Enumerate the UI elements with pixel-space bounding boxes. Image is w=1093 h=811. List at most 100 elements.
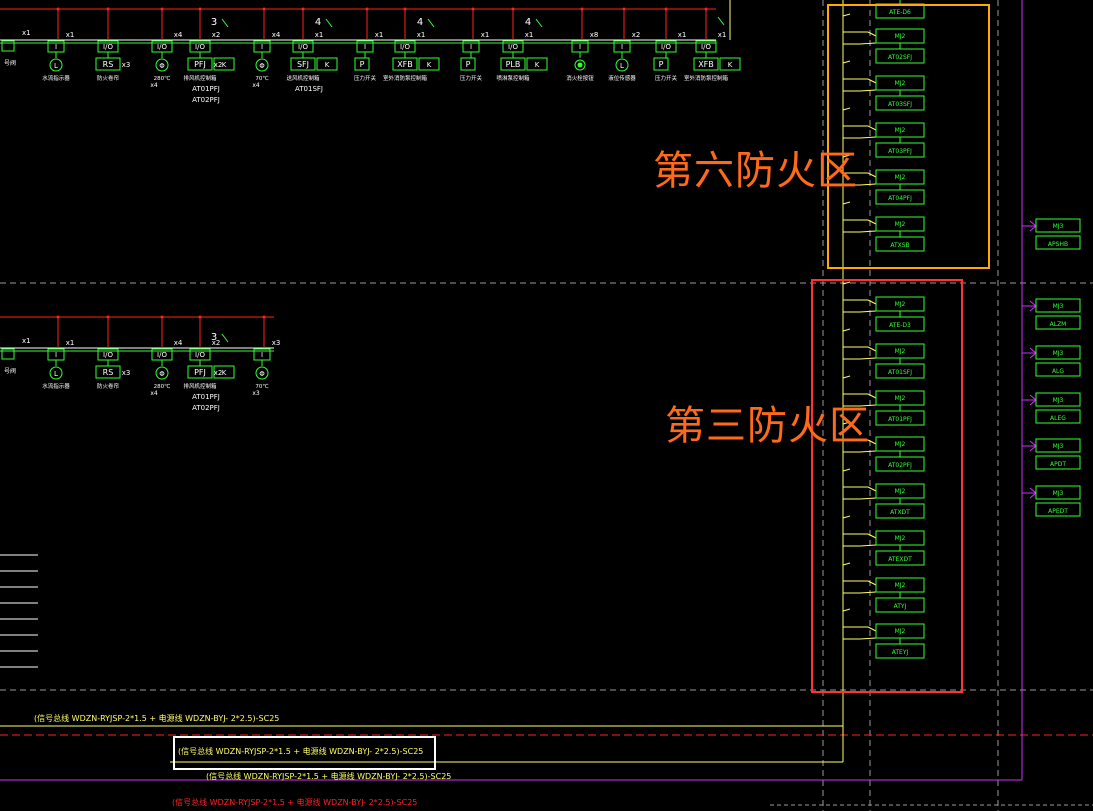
branch (842, 13, 851, 17)
row2-left-label: 号阀 (4, 367, 16, 375)
zone6-frame (827, 4, 990, 269)
right-box2-2 (1035, 362, 1081, 377)
row1-mult-5: x1 (315, 31, 324, 39)
row1-mult-10: x8 (590, 31, 599, 39)
break-mark (221, 18, 229, 28)
mag-arrow (1029, 492, 1037, 499)
row1-node (511, 7, 515, 11)
row1-note-3-1: AT02PFJ (192, 96, 220, 104)
ate-box2-z3-5 (875, 550, 925, 566)
row1-sym-0 (49, 58, 63, 72)
ate-box2-z3-3 (875, 456, 925, 472)
break-mark (717, 16, 725, 26)
right-bottom-3: ALEG (1050, 415, 1066, 422)
row1-node (471, 7, 475, 11)
row1-mult-2: x4 (174, 31, 183, 39)
ate-box2-z6-3 (875, 142, 925, 158)
mag-arrow (1029, 394, 1037, 401)
right-box-5 (1035, 485, 1081, 500)
row2-k-3 (213, 365, 235, 379)
right-bottom-1: ALZM (1050, 321, 1067, 328)
row1-k-text-13: K (728, 61, 733, 69)
mag-arrow (1029, 399, 1037, 406)
row1-symlabel-6: 压力开关 (354, 74, 377, 82)
row2-node (160, 315, 164, 319)
ate-top-z3-1: MJ2 (895, 348, 906, 355)
branch (867, 626, 877, 632)
row1-extra-2: x4 (150, 82, 158, 89)
mag-arrow (1029, 445, 1037, 452)
row2-symmult-1: x3 (122, 369, 131, 377)
branch (867, 172, 877, 178)
ate-bottom-z3-4: ATXDT (890, 509, 910, 516)
right-bottom-0: APSHB (1048, 241, 1068, 248)
row2-mult-3: x2 (212, 339, 221, 347)
row1-number-1: 4 (315, 17, 321, 28)
ate-bottom-z3-5: ATEXDT (888, 556, 912, 563)
row2-left-box (1, 348, 15, 360)
row2-sym-4 (255, 366, 269, 380)
row1-mult-12: x1 (678, 31, 687, 39)
row1-sym-dot-10 (577, 62, 583, 68)
branch (842, 515, 851, 519)
row1-k-text-9: K (535, 61, 540, 69)
ate-top-z3-3: MJ2 (895, 441, 906, 448)
row1-sym-text-11: L (620, 62, 624, 70)
row2-note-3-1: AT02PFJ (192, 404, 220, 412)
break-mark (221, 333, 229, 343)
right-bottom-5: APEDT (1048, 508, 1068, 515)
branch (867, 439, 877, 445)
branch (842, 328, 851, 332)
row1-mult-8: x1 (481, 31, 490, 39)
branch (842, 608, 851, 612)
row2-mult-0: x1 (66, 339, 75, 347)
right-top-2: MJ3 (1053, 350, 1064, 357)
branch (859, 544, 877, 547)
row1-sym-10 (574, 59, 586, 71)
row2-module-label-2: I/O (157, 351, 167, 359)
branch (859, 637, 877, 640)
row1-node (198, 7, 202, 11)
ate-bottom-z6-2: AT03SFJ (888, 101, 912, 108)
ate-bottom-z6-5: ATXSB (890, 242, 909, 249)
ate-box2-z6-1 (875, 48, 925, 64)
row1-sym-13 (693, 57, 719, 71)
ate-top-z3-0: MJ2 (895, 301, 906, 308)
branch (859, 450, 877, 453)
row2-sym-text-2: Φ (159, 370, 165, 378)
row1-node (365, 7, 369, 11)
row1-k-text-7: K (427, 61, 432, 69)
row1-sym-12 (653, 57, 669, 71)
row1-k-3 (213, 57, 235, 71)
row1-sym-11 (615, 58, 629, 72)
zone3-label: 第三防火区 (665, 403, 870, 449)
row2-sym-3 (187, 365, 213, 379)
ate-top-z3-4: MJ2 (895, 488, 906, 495)
mag-arrow (1029, 347, 1037, 354)
right-bottom-2: ALG (1052, 368, 1064, 375)
break-mark (535, 18, 543, 28)
row1-node (56, 7, 60, 11)
branch (842, 375, 851, 379)
row1-symlabel-7: 室外消防泵控制箱 (383, 74, 428, 82)
mag-arrow (1029, 440, 1037, 447)
row1-node (580, 7, 584, 11)
row1-node (704, 7, 708, 11)
branch (867, 486, 877, 492)
row1-module-label-8: I (470, 43, 472, 51)
row1-module-label-11: I (621, 43, 623, 51)
row2-sym-text-1: RS (103, 368, 114, 377)
row1-module-label-7: I/O (400, 43, 410, 51)
ate-top-z6-1: MJ2 (895, 33, 906, 40)
row2-node (262, 315, 266, 319)
row2-number-0: 3 (211, 332, 217, 343)
ate-box2-z6-2 (875, 95, 925, 111)
branch (859, 404, 877, 407)
row2-sym-text-4: Φ (259, 370, 265, 378)
branch (842, 154, 851, 158)
mag-arrow (1029, 305, 1037, 312)
row1-module-label-10: I (579, 43, 581, 51)
row2-sym-0 (49, 366, 63, 380)
row1-node (106, 7, 110, 11)
